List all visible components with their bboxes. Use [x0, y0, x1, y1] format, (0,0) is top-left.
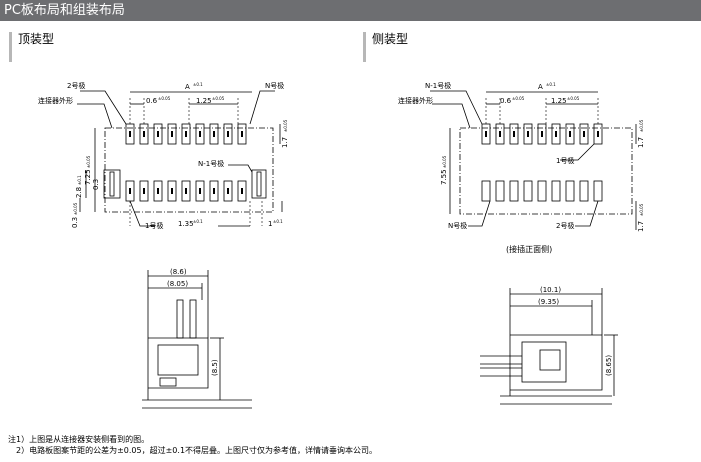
side-label-connector-outline: 连接器外形 — [398, 96, 433, 105]
side-label-pin2: 2号极 — [556, 221, 574, 230]
side-label-dim-755: 7.55 — [440, 169, 448, 185]
top-label-connector-outline: 连接器外形 — [38, 96, 73, 105]
side-label-dim-125-tol: ±0.05 — [567, 96, 580, 101]
notes: 注1）上图是从连接器安装侧看到的图。 2）电路板图案节距的公差为±0.05，超过… — [8, 434, 377, 456]
side-label-dim-17b-tol: ±0.05 — [639, 203, 644, 216]
side-lower-pad-row — [481, 180, 603, 202]
top-profile-w-inner: (8.05) — [167, 280, 188, 288]
top-label-pin-n: N号极 — [265, 81, 284, 90]
side-label-dim-755-tol: ±0.05 — [442, 155, 447, 168]
top-profile-drawing — [142, 270, 252, 409]
heading-side-mount: 侧装型 — [363, 32, 408, 62]
top-label-dim-17: 1.7 — [281, 137, 289, 148]
top-label-dim-03b-tol: ±0.05 — [73, 202, 78, 215]
top-label-dim-1-tol: ±0.1 — [273, 219, 283, 224]
side-profile-w-outer: (10.1) — [540, 286, 561, 294]
top-label-pin1: 1号极 — [145, 221, 163, 230]
side-label-dim-a: A — [538, 83, 543, 91]
side-label-dim-pitch: 0.6 — [500, 97, 512, 105]
side-label-dim-125: 1.25 — [551, 97, 567, 105]
top-label-dim-1: 1 — [268, 220, 272, 228]
side-label-dim-a-tol: ±0.1 — [546, 82, 556, 87]
top-label-dim-a: A — [185, 83, 190, 91]
heading-top-mount-label: 顶装型 — [18, 32, 55, 46]
side-pad-marks — [485, 131, 599, 137]
note-1: 注1）上图是从连接器安装侧看到的图。 — [8, 435, 150, 444]
side-label-pin-n1: N-1号极 — [425, 81, 451, 90]
heading-side-mount-label: 侧装型 — [372, 32, 409, 46]
top-label-pin-n1: N-1号极 — [198, 159, 224, 168]
top-label-dim-135-tol: ±0.1 — [193, 219, 203, 224]
side-profile-drawing — [480, 288, 618, 405]
side-label-dim-pitch-tol: ±0.05 — [512, 96, 525, 101]
top-label-dim-a-tol: ±0.1 — [193, 82, 203, 87]
side-profile-height: (8.65) — [605, 355, 613, 376]
top-label-dim-03: 0.3 — [92, 179, 100, 190]
top-label-dim-28-tol: ±0.1 — [77, 175, 82, 185]
note-2: 2）电路板图案节距的公差为±0.05，超过±0.1不得层叠。上图尺寸仅为参考值，… — [8, 446, 378, 455]
section-banner: PC板布局和组装布局 — [0, 0, 701, 21]
side-label-dim-17-tol: ±0.05 — [639, 119, 644, 132]
top-right-mount-pad — [251, 169, 267, 199]
top-label-dim-125: 1.25 — [196, 97, 212, 105]
side-label-dim-17: 1.7 — [637, 137, 645, 148]
top-upper-pad-row — [125, 123, 247, 145]
heading-top-mount: 顶装型 — [9, 32, 54, 62]
top-label-pin2: 2号极 — [67, 81, 85, 90]
top-label-dim-pitch: 0.6 — [146, 97, 158, 105]
banner-title: PC板布局和组装布局 — [4, 3, 125, 18]
top-label-dim-03b: 0.3 — [71, 217, 79, 228]
top-pad-marks — [129, 131, 243, 194]
top-left-mount-pad — [103, 169, 121, 199]
top-profile-height: (8.5) — [211, 359, 219, 376]
top-profile-w-outer: (8.6) — [170, 268, 187, 276]
side-profile-w-inner: (9.35) — [538, 298, 559, 306]
top-label-dim-725: 7.25 — [84, 169, 92, 185]
top-label-dim-125-tol: ±0.05 — [212, 96, 225, 101]
top-label-dim-135: 1.35 — [178, 220, 194, 228]
side-label-caption: (接插正面侧) — [506, 244, 552, 254]
top-label-dim-pitch-tol: ±0.05 — [158, 96, 171, 101]
top-label-dim-17-tol: ±0.05 — [283, 119, 288, 132]
top-label-dim-28: 2.8 — [75, 187, 83, 198]
top-label-dim-725-tol: ±0.05 — [86, 155, 91, 168]
side-label-pin1: 1号极 — [556, 156, 574, 165]
side-label-dim-17b: 1.7 — [637, 221, 645, 232]
side-label-pin-n: N号极 — [448, 221, 467, 230]
side-upper-pad-row — [481, 123, 603, 145]
